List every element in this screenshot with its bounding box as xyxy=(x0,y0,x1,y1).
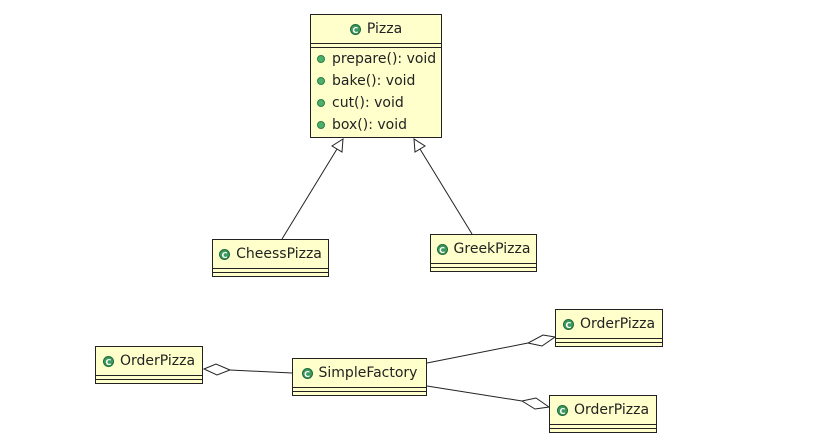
methods-compartment xyxy=(550,428,656,431)
class-name: OrderPizza xyxy=(573,402,650,418)
methods-compartment xyxy=(431,267,536,270)
attributes-compartment xyxy=(311,43,441,47)
class-greekpizza[interactable]: C GreekPizza xyxy=(430,234,537,272)
methods-compartment xyxy=(213,272,328,275)
aggregation-line-left xyxy=(229,369,293,374)
generalization-greekpizza-pizza xyxy=(419,148,473,235)
class-name: CheessPizza xyxy=(236,246,322,262)
methods-compartment-divider xyxy=(311,47,441,48)
aggregation-diamond-top-right xyxy=(526,334,557,347)
public-method-icon xyxy=(317,121,325,129)
class-header: C OrderPizza xyxy=(556,310,662,338)
attributes-compartment xyxy=(293,387,426,391)
public-method-icon xyxy=(317,77,325,85)
class-header: C OrderPizza xyxy=(550,396,656,424)
class-header: C SimpleFactory xyxy=(293,359,426,387)
attributes-compartment xyxy=(213,268,328,272)
class-cheesspizza[interactable]: C CheessPizza xyxy=(212,239,329,277)
generalization-arrowhead xyxy=(413,138,426,153)
class-orderpizza-bottom-right[interactable]: C OrderPizza xyxy=(549,395,657,433)
methods-compartment xyxy=(556,342,662,345)
class-name: OrderPizza xyxy=(119,353,196,369)
aggregation-line-top-right xyxy=(426,342,529,364)
class-name: SimpleFactory xyxy=(318,365,418,381)
class-orderpizza-left[interactable]: C OrderPizza xyxy=(95,346,203,384)
method-cut: cut(): void xyxy=(311,92,441,114)
class-icon: C xyxy=(562,318,574,330)
attributes-compartment xyxy=(550,424,656,428)
class-name: OrderPizza xyxy=(579,316,656,332)
attributes-compartment xyxy=(556,338,662,342)
class-name: GreekPizza xyxy=(453,241,531,257)
methods-compartment xyxy=(293,391,426,394)
class-header: C OrderPizza xyxy=(96,347,202,375)
class-header: C CheessPizza xyxy=(213,240,328,268)
aggregation-diamond-bottom-right xyxy=(520,397,551,410)
attributes-compartment xyxy=(96,375,202,379)
attributes-compartment xyxy=(431,263,536,267)
class-icon: C xyxy=(102,355,114,367)
methods-compartment xyxy=(96,379,202,382)
class-icon: C xyxy=(436,243,448,255)
aggregation-line-bottom-right xyxy=(426,385,523,402)
class-header: C GreekPizza xyxy=(431,235,536,263)
generalization-cheesspizza-pizza xyxy=(281,148,338,240)
public-method-icon xyxy=(317,99,325,107)
public-method-icon xyxy=(317,55,325,63)
aggregation-diamond-left xyxy=(202,363,232,376)
class-pizza[interactable]: C Pizza prepare(): void bake(): void cut… xyxy=(310,14,442,138)
class-header: C Pizza xyxy=(311,15,441,43)
class-name: Pizza xyxy=(366,21,403,37)
class-icon: C xyxy=(556,404,568,416)
class-icon: C xyxy=(349,23,361,35)
method-prepare: prepare(): void xyxy=(311,48,441,70)
class-icon: C xyxy=(219,248,231,260)
method-bake: bake(): void xyxy=(311,70,441,92)
generalization-arrowhead xyxy=(331,138,344,153)
class-orderpizza-top-right[interactable]: C OrderPizza xyxy=(555,309,663,347)
class-simplefactory[interactable]: C SimpleFactory xyxy=(292,358,427,396)
class-icon: C xyxy=(301,367,313,379)
method-box: box(): void xyxy=(311,114,441,136)
